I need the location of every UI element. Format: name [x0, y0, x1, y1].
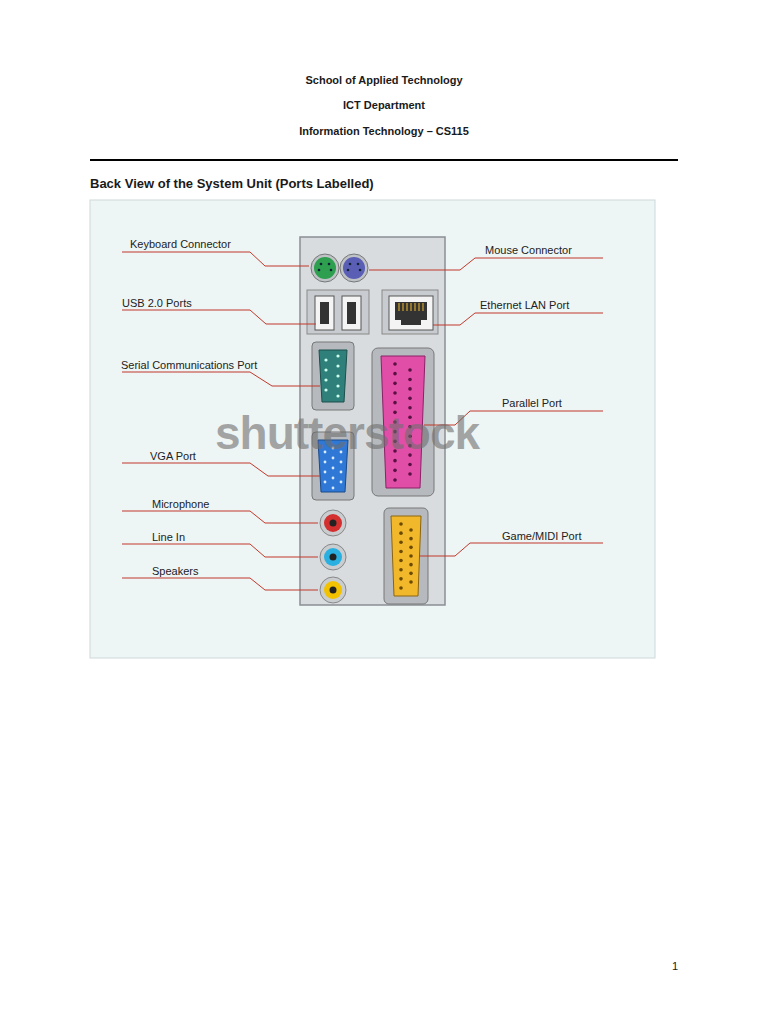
- pin-hole: [408, 463, 412, 467]
- pin-hole: [393, 469, 397, 473]
- pin-hole: [408, 378, 412, 382]
- pin-hole: [408, 472, 412, 476]
- pin-hole: [393, 391, 397, 395]
- pin-hole: [409, 554, 413, 558]
- port-label: Line In: [152, 531, 185, 543]
- pin-hole: [399, 540, 403, 544]
- port-label: USB 2.0 Ports: [122, 297, 192, 309]
- pin-hole: [409, 580, 413, 584]
- pin-hole: [399, 577, 403, 581]
- pin-hole: [409, 528, 413, 532]
- pin-hole: [409, 572, 413, 576]
- page-number: 1: [672, 960, 678, 972]
- pin-hole: [399, 531, 403, 535]
- port-label: Serial Communications Port: [121, 359, 257, 371]
- pin-hole: [399, 568, 403, 572]
- pin-hole: [408, 397, 412, 401]
- header-line: ICT Department: [343, 99, 425, 111]
- port-label: Keyboard Connector: [130, 238, 231, 250]
- pin-hole: [399, 550, 403, 554]
- pin-hole: [393, 459, 397, 463]
- port-label: Microphone: [152, 498, 209, 510]
- pin-hole: [408, 387, 412, 391]
- pin-hole: [393, 478, 397, 482]
- watermark: shutterstock: [215, 406, 479, 460]
- pin-hole: [409, 537, 413, 541]
- header-line: Information Technology – CS115: [299, 125, 469, 137]
- port-label: Mouse Connector: [485, 244, 572, 256]
- pin-hole: [399, 586, 403, 590]
- pin-hole: [399, 559, 403, 563]
- pin-hole: [393, 362, 397, 366]
- pin-hole: [393, 382, 397, 386]
- port-label: Speakers: [152, 565, 198, 577]
- pin-hole: [399, 522, 403, 526]
- port-label: Game/MIDI Port: [502, 530, 581, 542]
- pin-hole: [408, 368, 412, 372]
- port-label: VGA Port: [150, 450, 196, 462]
- pin-hole: [409, 546, 413, 550]
- pin-hole: [393, 401, 397, 405]
- port-label: Parallel Port: [502, 397, 562, 409]
- pin-hole: [393, 372, 397, 376]
- section-heading: Back View of the System Unit (Ports Labe…: [90, 176, 374, 191]
- header-line: School of Applied Technology: [305, 74, 462, 86]
- port-label: Ethernet LAN Port: [480, 299, 569, 311]
- pin-hole: [409, 563, 413, 567]
